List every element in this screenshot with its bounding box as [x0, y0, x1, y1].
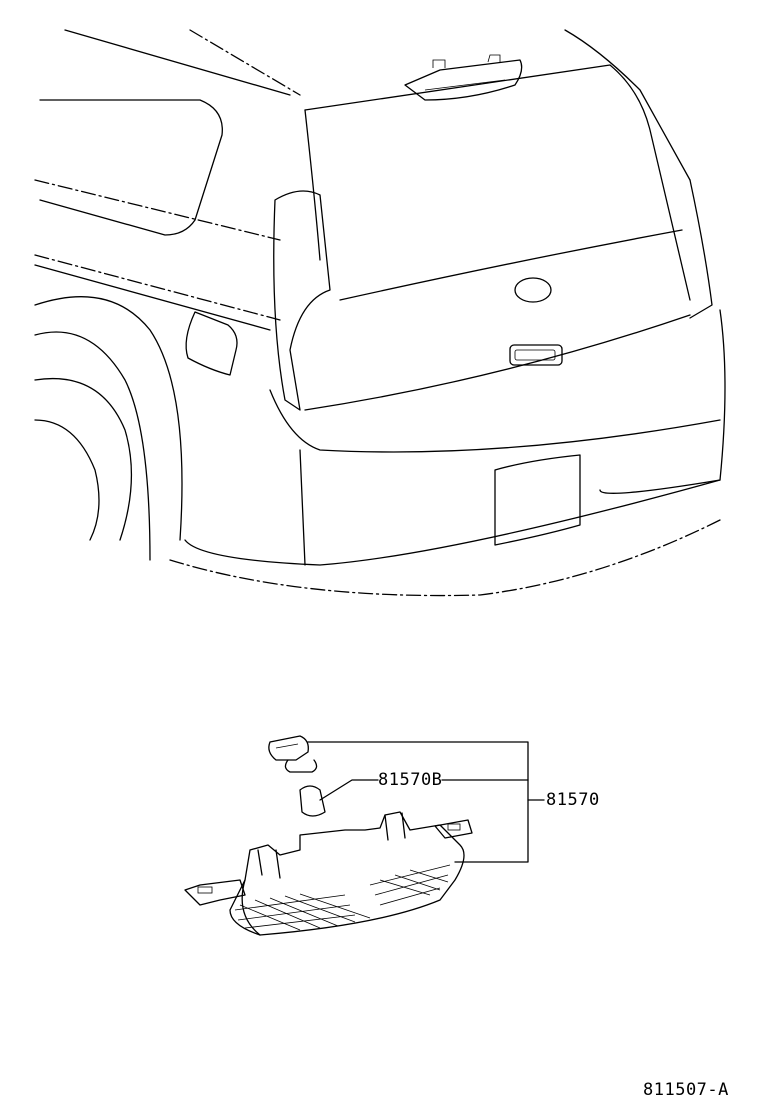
callout-label-bulb: 81570B: [378, 770, 443, 790]
high-mount-stop-lamp-exploded: [184, 735, 473, 936]
callout-label-lamp-assembly: 81570: [546, 790, 600, 810]
vehicle-rear-drawing: [34, 29, 726, 597]
callout-leaders: [307, 741, 545, 863]
figure-code: 811507-A: [643, 1080, 729, 1100]
